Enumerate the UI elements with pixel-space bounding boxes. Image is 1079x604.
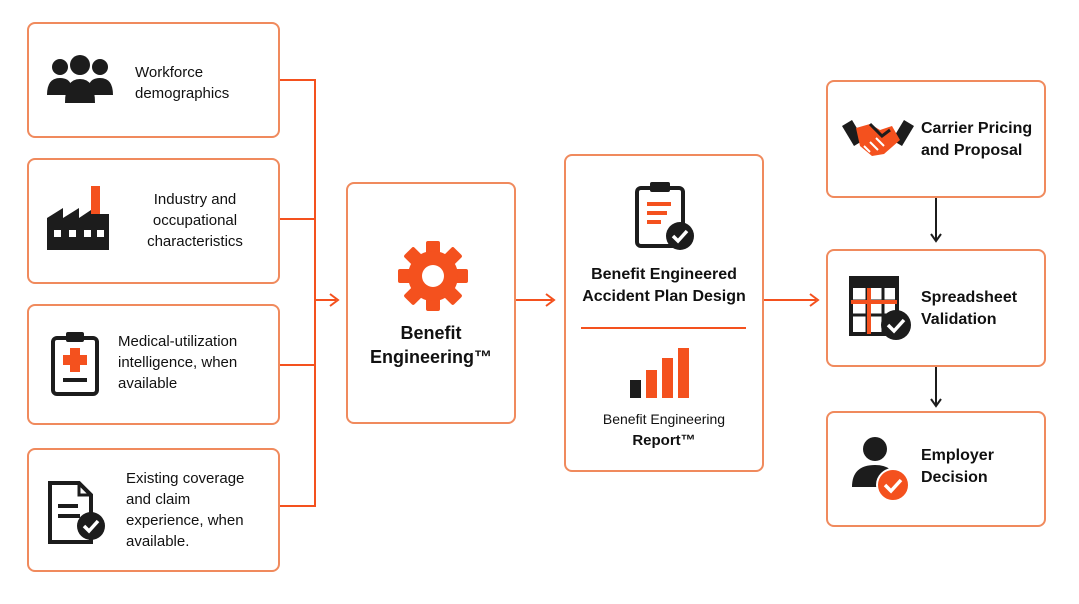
input-connector-1 [280, 79, 316, 507]
spreadsheet-check-icon [849, 276, 911, 340]
input-label: Workforce demographics [135, 64, 230, 102]
clipboard-check-icon [635, 182, 694, 250]
input-label: Medical-utilization intelligence, when a… [118, 333, 238, 392]
outcome-label: Spreadsheet Validation [921, 289, 1018, 328]
arrow-to-outcomes-head [809, 293, 820, 307]
input-box-industry: Industry and occupational characteristic… [27, 158, 280, 284]
arrow-to-engine-head [329, 293, 340, 307]
outcome-box-spreadsheet: Spreadsheet Validation [826, 249, 1046, 367]
plan-design-box: Benefit Engineered Accident Plan Design … [564, 154, 764, 472]
input-box-coverage: Existing coverage and claim experience, … [27, 448, 280, 572]
medical-clipboard-icon [51, 332, 99, 396]
outcome-label: Employer Decision [921, 447, 994, 486]
input-box-workforce: Workforce demographics [27, 22, 280, 138]
arrow-to-design-head [545, 293, 556, 307]
outcome-box-decision: Employer Decision [826, 411, 1046, 527]
outcome-box-carrier: Carrier Pricing and Proposal [826, 80, 1046, 198]
gear-icon [398, 241, 468, 311]
design-label: Benefit Engineered Accident Plan Design [582, 266, 746, 305]
report-label: Benefit Engineering Report™ [602, 411, 726, 449]
document-check-icon [48, 481, 105, 544]
input-label: Existing coverage and claim experience, … [126, 470, 245, 550]
factory-icon [47, 186, 109, 250]
engine-label: Benefit Engineering™ [369, 323, 492, 367]
handshake-icon [842, 120, 914, 156]
input-label: Industry and occupational characteristic… [147, 191, 243, 250]
input-box-medical: Medical-utilization intelligence, when a… [27, 304, 280, 425]
outcome-label: Carrier Pricing and Proposal [921, 120, 1033, 159]
divider [581, 327, 746, 329]
benefit-engineering-box: Benefit Engineering™ [346, 182, 516, 424]
people-group-icon [47, 55, 113, 103]
bar-chart-icon [630, 348, 689, 398]
person-check-icon [852, 437, 910, 502]
